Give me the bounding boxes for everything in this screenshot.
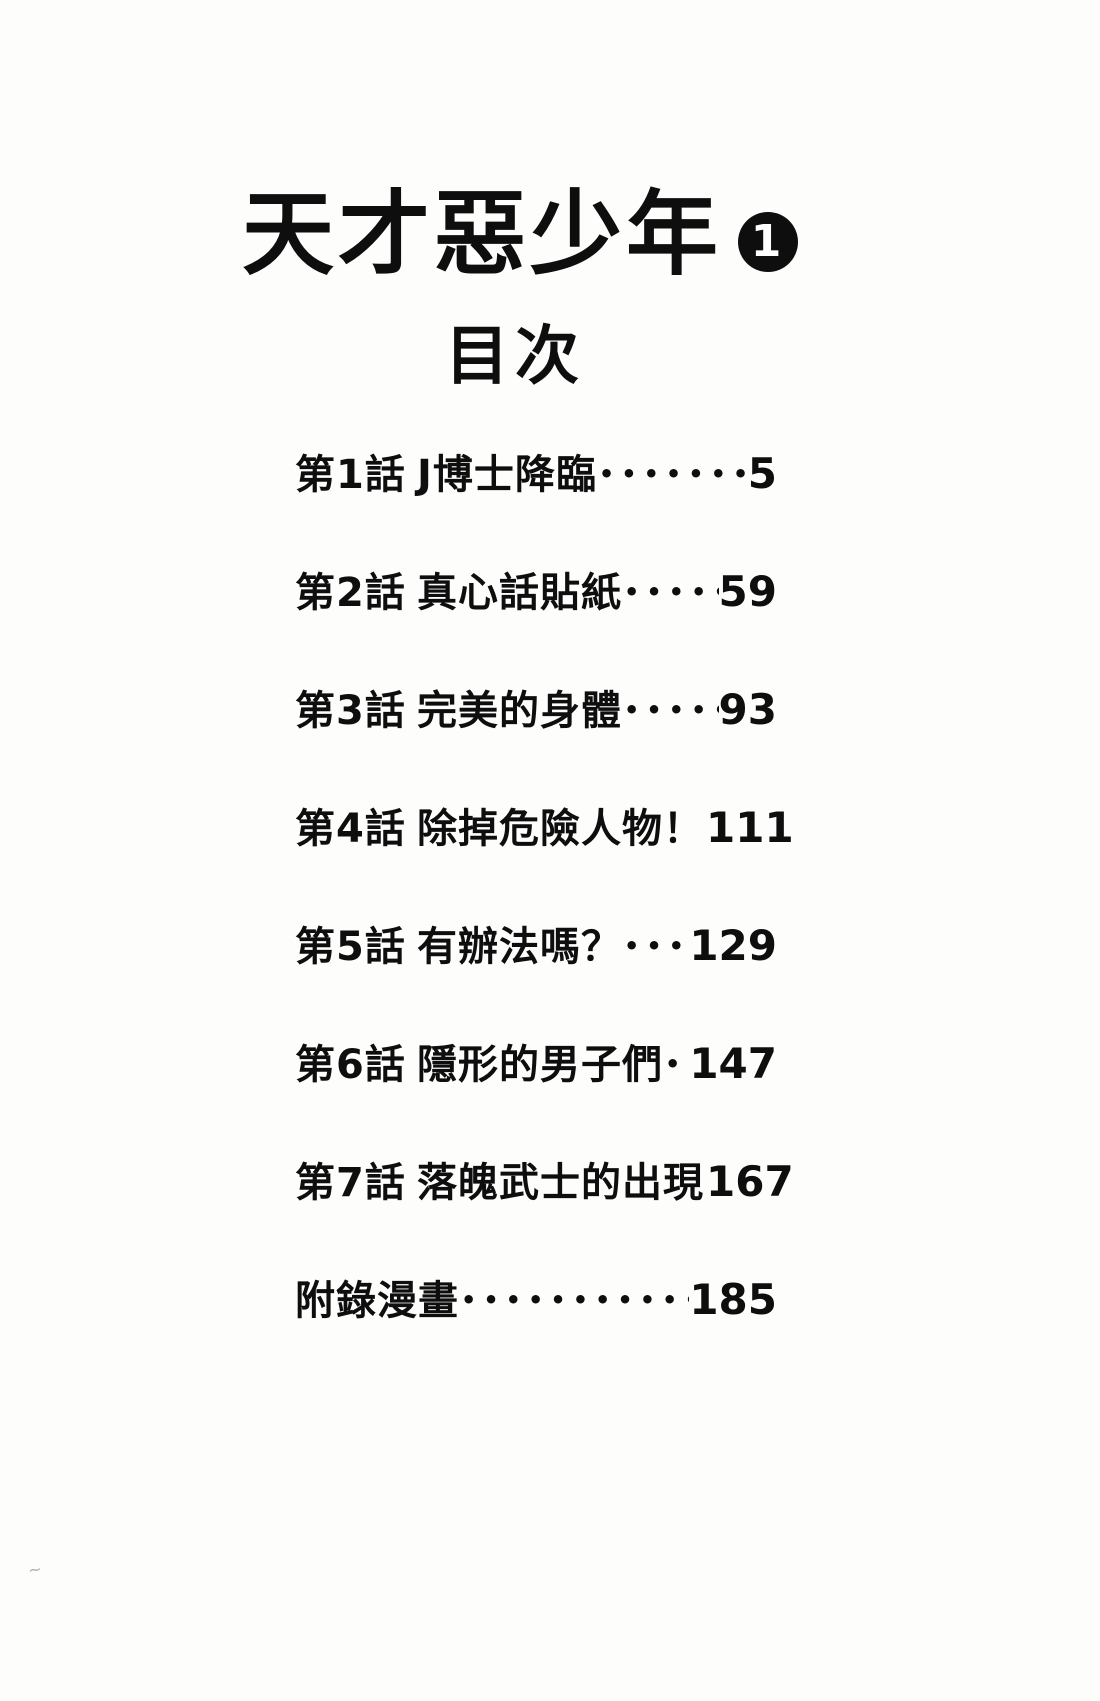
scan-artifact-mark: ~	[26, 1559, 43, 1580]
dot-leader: ••••••••••••••••••••••••••••••	[598, 460, 748, 488]
toc-row-chapter-6: 第6話 隱形的男子們 •••••••••••••••••••••••••••••…	[295, 1038, 777, 1090]
chapter-title: 有辦法嗎？	[417, 924, 622, 970]
chapter-label: 第6話	[295, 1042, 406, 1088]
volume-number: 1	[750, 216, 786, 267]
dot-leader: ••••••••••••••••••••••••••••••	[624, 578, 719, 606]
chapter-title: 附錄漫畫	[295, 1278, 459, 1324]
book-title-text: 天才惡少年	[241, 181, 722, 288]
page-number: 147	[689, 1039, 777, 1088]
page-number: 93	[718, 685, 777, 734]
page-number: 59	[718, 567, 777, 616]
dot-leader: ••••••••••••••••••••••••••••••	[624, 932, 690, 960]
chapter-label: 第4話	[295, 806, 406, 852]
chapter-title: J博士降臨	[417, 452, 597, 498]
dot-leader: ••••••••••••••••••••••••••••••	[665, 1050, 689, 1078]
dot-leader: ••••••••••••••••••••••••••••••	[624, 696, 719, 724]
chapter-label: 第7話	[295, 1160, 406, 1206]
page-number: 129	[689, 921, 777, 970]
toc-row-chapter-2: 第2話 真心話貼紙 ••••••••••••••••••••••••••••••…	[295, 566, 777, 618]
page-number: 185	[689, 1275, 777, 1324]
volume-1-badge-icon: 1	[738, 212, 798, 272]
toc-row-chapter-5: 第5話 有辦法嗎？ ••••••••••••••••••••••••••••••…	[295, 920, 777, 972]
book-title: 天才惡少年 1	[0, 160, 1040, 293]
toc-row-chapter-3: 第3話 完美的身體 ••••••••••••••••••••••••••••••…	[295, 684, 777, 736]
chapter-label: 第1話	[295, 452, 406, 498]
chapter-label: 第5話	[295, 924, 406, 970]
chapter-label: 第3話	[295, 688, 406, 734]
chapter-title: 落魄武士的出現	[417, 1160, 704, 1206]
toc-row-chapter-4: 第4話 除掉危險人物！ ••••••••••••••••••••••••••••…	[295, 802, 794, 854]
chapter-title: 除掉危險人物！	[417, 806, 704, 852]
page-number: 5	[747, 449, 777, 498]
page-number: 167	[706, 1157, 794, 1206]
toc-heading: 目次	[445, 320, 585, 394]
dot-leader: ••••••••••••••••••••••••••••••	[461, 1286, 689, 1314]
page-number: 111	[706, 803, 794, 852]
toc-row-chapter-1: 第1話 J博士降臨 ••••••••••••••••••••••••••••••…	[295, 448, 777, 500]
chapter-title: 完美的身體	[417, 688, 622, 734]
chapter-label: 第2話	[295, 570, 406, 616]
toc-list: 第1話 J博士降臨 ••••••••••••••••••••••••••••••…	[295, 448, 794, 1392]
toc-row-chapter-7: 第7話 落魄武士的出現 ••••••••••••••••••••••••••••…	[295, 1156, 794, 1208]
chapter-title: 隱形的男子們	[417, 1042, 663, 1088]
toc-row-bonus-manga: 附錄漫畫 •••••••••••••••••••••••••••••• 185	[295, 1274, 777, 1326]
chapter-title: 真心話貼紙	[417, 570, 622, 616]
